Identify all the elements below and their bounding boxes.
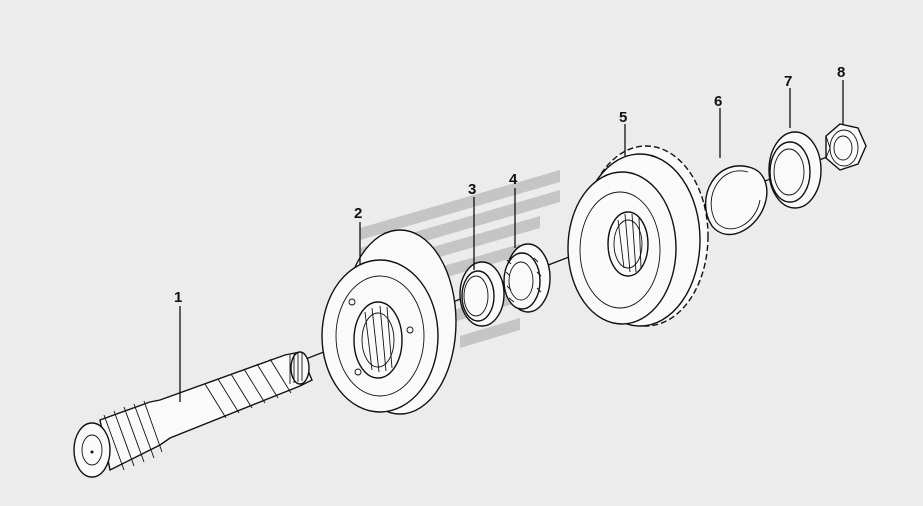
callout-1: 1 (174, 289, 182, 306)
callout-2: 2 (354, 205, 362, 222)
bearing (503, 243, 551, 313)
nut (825, 123, 867, 171)
synchronizer-hub (321, 229, 457, 415)
callout-8: 8 (837, 64, 845, 81)
callout-4: 4 (509, 171, 518, 188)
callout-3: 3 (468, 181, 476, 198)
splined-shaft (73, 351, 313, 478)
callout-5: 5 (619, 109, 627, 126)
snap-ring (704, 165, 768, 236)
callout-7: 7 (784, 73, 792, 90)
callout-leaders (179, 80, 844, 402)
callout-6: 6 (714, 93, 722, 110)
washer (768, 131, 822, 209)
gear (567, 145, 709, 327)
spacer-ring (459, 261, 505, 327)
callout-labels: 1 2 3 4 5 6 7 8 (174, 64, 845, 306)
